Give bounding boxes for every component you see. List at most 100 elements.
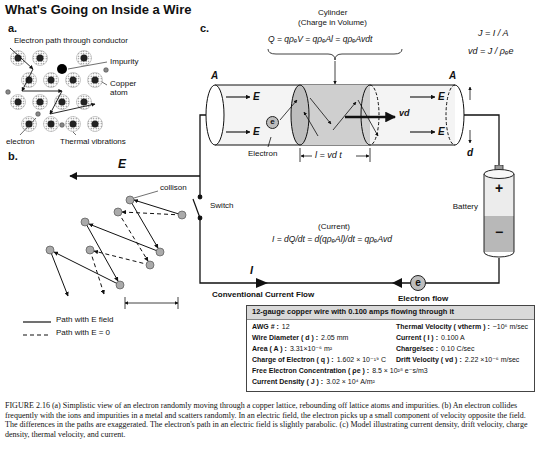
copper-lattice bbox=[6, 48, 109, 132]
copper-atom bbox=[11, 95, 26, 110]
table-label: Wire Diameter ( d ) : bbox=[252, 334, 318, 342]
circuit-wire bbox=[200, 115, 499, 283]
dimension-line bbox=[268, 87, 470, 162]
electron-path bbox=[10, 48, 33, 69]
figure-caption: FIGURE 2.16 (a) Simplistic view of an el… bbox=[5, 401, 535, 439]
copper-atom bbox=[22, 117, 37, 132]
battery-label: Battery bbox=[453, 203, 478, 212]
circuit-wire bbox=[200, 219, 499, 283]
copper-atom bbox=[66, 73, 81, 88]
copper-atom bbox=[77, 51, 92, 66]
formula-bracket bbox=[268, 49, 402, 84]
table-label: Area ( A ) : bbox=[252, 345, 287, 353]
drift-velocity-arrow bbox=[345, 117, 395, 118]
part-label: Cylinder bbox=[318, 8, 347, 17]
formula-bracket bbox=[268, 49, 402, 60]
scatter-path-with-field bbox=[134, 200, 182, 215]
switch-symbol bbox=[193, 195, 202, 220]
polarity-sign: − bbox=[495, 225, 503, 240]
copper-atom bbox=[44, 73, 59, 88]
scatter-path-no-field bbox=[94, 251, 150, 265]
field-symbol: E bbox=[253, 91, 260, 103]
table-label: Charge of Electron ( q ) : bbox=[252, 356, 334, 364]
leader-line bbox=[134, 191, 158, 198]
area-symbol: A bbox=[211, 70, 218, 82]
leader-line bbox=[102, 82, 107, 85]
copper-atom bbox=[81, 99, 88, 106]
dimension-line bbox=[370, 148, 371, 162]
copper-atom bbox=[11, 95, 26, 110]
copper-atom bbox=[33, 51, 48, 66]
copper-atom bbox=[44, 73, 59, 88]
collision-ion bbox=[46, 246, 54, 254]
battery-outline bbox=[484, 170, 514, 179]
table-value: ~10⁶ m/sec bbox=[493, 323, 528, 331]
velocity-symbol: vd bbox=[399, 108, 410, 118]
electron-path bbox=[22, 91, 62, 92]
part-label: electron bbox=[6, 137, 34, 146]
drift-bracket bbox=[125, 303, 178, 304]
free-electron bbox=[36, 112, 41, 117]
wire-tube bbox=[455, 85, 464, 145]
wire-tube bbox=[300, 85, 370, 145]
free-electron bbox=[60, 123, 65, 128]
drift-bracket bbox=[125, 297, 178, 309]
drift-bracket bbox=[125, 297, 126, 309]
electron-path bbox=[50, 104, 95, 114]
table-label: Free Electron Concentration ( ρe ) : bbox=[252, 367, 369, 375]
part-label: (Charge in Volume) bbox=[298, 18, 367, 27]
copper-atom bbox=[88, 73, 103, 88]
wire-tube bbox=[361, 85, 370, 145]
current-arrow bbox=[256, 278, 268, 288]
electron-circle: e bbox=[410, 275, 426, 291]
table-label: AWG # : bbox=[252, 323, 279, 331]
thermal-path bbox=[310, 98, 331, 124]
copper-atom bbox=[66, 117, 81, 132]
copper-atom bbox=[66, 117, 81, 132]
copper-atom bbox=[26, 121, 33, 128]
dimension-label: l = vd t bbox=[315, 150, 342, 160]
electron-symbol: e bbox=[270, 118, 274, 127]
drift-bracket bbox=[178, 297, 179, 309]
copper-atom bbox=[81, 55, 88, 62]
switch-symbol bbox=[198, 195, 202, 199]
table-label: Drift Velocity ( vd ) : bbox=[396, 356, 462, 364]
field-arrow bbox=[226, 96, 250, 97]
table-value: 8.5 × 10²⁸ e⁻s/m3 bbox=[372, 367, 427, 375]
copper-atom bbox=[22, 73, 37, 88]
collision-ion bbox=[116, 281, 124, 289]
battery-body bbox=[484, 216, 514, 252]
area-symbol: A bbox=[449, 70, 456, 82]
dimension-line bbox=[301, 156, 312, 157]
field-symbol: E bbox=[118, 158, 126, 172]
current-arrow bbox=[256, 278, 402, 288]
thermal-path bbox=[304, 112, 318, 136]
copper-atom bbox=[88, 73, 103, 88]
electron-symbol: e bbox=[415, 277, 421, 288]
formula: vd = J / ρₑe bbox=[468, 46, 513, 56]
battery-symbol: +−Battery bbox=[482, 165, 516, 258]
wire-tube bbox=[291, 85, 309, 145]
collision-ion bbox=[86, 246, 94, 254]
panel-heading: Electron path through conductor bbox=[14, 36, 128, 45]
wire-tube bbox=[206, 85, 224, 145]
copper-atom bbox=[15, 99, 22, 106]
battery-outline bbox=[484, 174, 514, 257]
copper-atom bbox=[37, 99, 44, 106]
field-arrow bbox=[226, 131, 250, 132]
copper-atom bbox=[44, 117, 59, 132]
scatter-path-with-field bbox=[50, 200, 182, 296]
electron-path bbox=[22, 69, 33, 91]
formula-bracket bbox=[335, 61, 336, 84]
leader-line bbox=[134, 191, 158, 198]
flow-label: Electron flow bbox=[398, 294, 448, 303]
dimension-line bbox=[470, 130, 471, 143]
table-value: 3.02 × 10⁴ A/m² bbox=[326, 378, 375, 386]
field-symbol: E bbox=[438, 91, 445, 103]
scatter-path-with-field bbox=[130, 200, 158, 248]
switch-symbol bbox=[193, 199, 200, 218]
dimension-line bbox=[268, 137, 271, 147]
part-label: Electron bbox=[248, 149, 277, 158]
leader-line bbox=[20, 62, 107, 135]
table-value: 12 bbox=[282, 323, 290, 331]
